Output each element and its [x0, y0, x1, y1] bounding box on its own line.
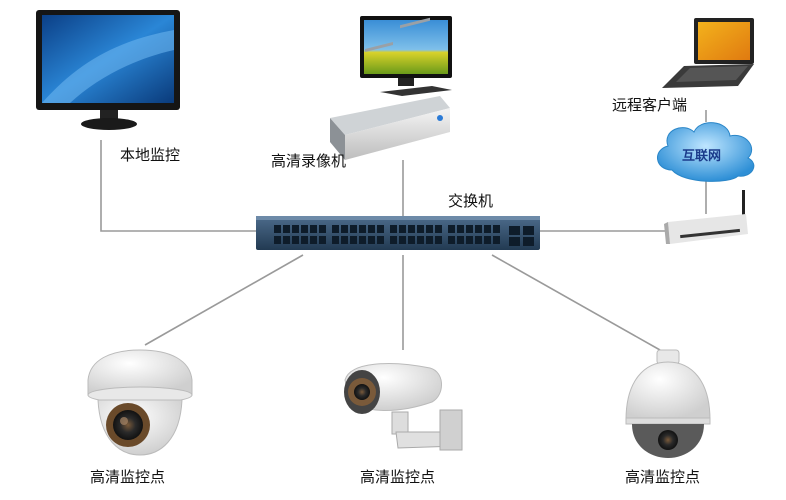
label-internet: 互联网	[682, 149, 722, 164]
ptz-dome-camera-icon	[625, 349, 711, 458]
switch-port	[310, 225, 317, 233]
line-local-monitor	[100, 140, 258, 232]
switch-port	[484, 236, 491, 244]
label-switch: 交换机	[448, 192, 494, 210]
switch-port	[390, 236, 397, 244]
switch-port	[341, 236, 348, 244]
switch-port	[493, 225, 500, 233]
switch-port	[368, 236, 375, 244]
line-camera-right	[491, 254, 661, 351]
switch-port	[310, 236, 317, 244]
dome-camera-icon	[87, 349, 193, 456]
switch-port	[448, 225, 455, 233]
switch-port	[332, 225, 339, 233]
label-local-monitor: 本地监控	[120, 146, 181, 164]
switch-port	[475, 225, 482, 233]
switch-port	[368, 225, 375, 233]
switch-port	[435, 225, 442, 233]
label-remote-client: 远程客户端	[612, 96, 688, 114]
wifi-router-icon	[664, 190, 748, 244]
cloud-icon	[657, 122, 755, 182]
switch-port	[332, 236, 339, 244]
label-camera-middle: 高清监控点	[360, 468, 436, 486]
switch-port	[484, 225, 491, 233]
rack-server-icon	[330, 16, 452, 160]
switch-port	[435, 236, 442, 244]
switch-port	[350, 236, 357, 244]
switch-port	[426, 236, 433, 244]
switch-port	[341, 225, 348, 233]
label-camera-left: 高清监控点	[90, 468, 166, 486]
line-camera-left	[144, 254, 304, 346]
switch-port	[292, 236, 299, 244]
switch-port	[390, 225, 397, 233]
switch-port	[466, 225, 473, 233]
switch-port	[292, 225, 299, 233]
switch-port	[359, 236, 366, 244]
switch-port	[399, 225, 406, 233]
laptop-icon	[662, 18, 754, 88]
switch-port	[301, 236, 308, 244]
switch-port	[274, 236, 281, 244]
lcd-monitor-icon	[36, 10, 180, 130]
switch-port	[475, 236, 482, 244]
switch-port	[493, 236, 500, 244]
switch-port	[377, 225, 384, 233]
switch-port	[457, 236, 464, 244]
label-camera-right: 高清监控点	[625, 468, 701, 486]
switch-port	[426, 225, 433, 233]
switch-port	[448, 236, 455, 244]
switch-port	[350, 225, 357, 233]
switch-port	[359, 225, 366, 233]
switch-port	[301, 225, 308, 233]
network-switch-icon	[256, 216, 540, 250]
switch-port	[408, 225, 415, 233]
switch-port	[377, 236, 384, 244]
switch-port	[283, 236, 290, 244]
bullet-camera-icon	[344, 363, 463, 451]
switch-port	[319, 225, 326, 233]
switch-port	[457, 225, 464, 233]
switch-port	[408, 236, 415, 244]
switch-port	[283, 225, 290, 233]
switch-port	[274, 225, 281, 233]
switch-port	[319, 236, 326, 244]
switch-port	[417, 236, 424, 244]
switch-port	[399, 236, 406, 244]
switch-port	[417, 225, 424, 233]
connection-lines	[100, 110, 707, 351]
switch-port	[466, 236, 473, 244]
label-nvr: 高清录像机	[271, 152, 347, 170]
